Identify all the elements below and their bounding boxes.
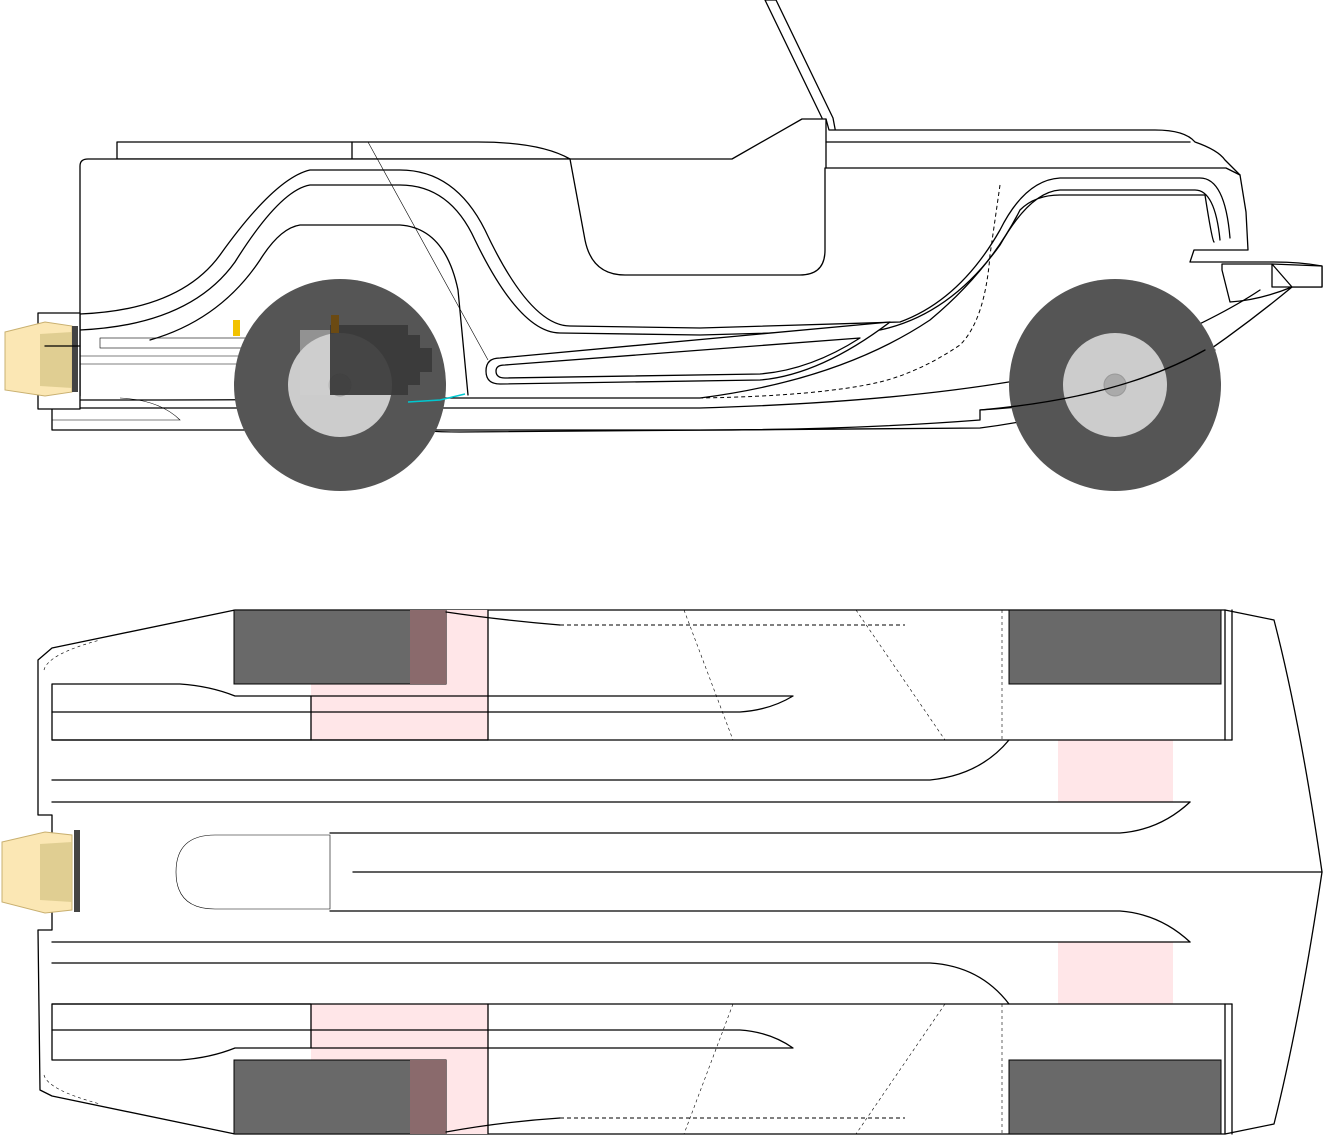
rear-deck xyxy=(116,141,571,160)
center-spear-top xyxy=(329,801,1191,834)
top-lower-diag-2 xyxy=(855,1003,946,1135)
side-vent-inner xyxy=(495,337,861,379)
top-upper-edge-curve xyxy=(445,611,561,626)
rear-left-wheel-overlap xyxy=(410,610,446,684)
rear-right-wheel-overlap xyxy=(410,1060,446,1134)
top-lower-rail xyxy=(51,1003,312,1061)
yellow-marker xyxy=(233,320,240,336)
rear-fender-inner xyxy=(149,224,469,396)
rear-fender-outer xyxy=(79,169,1231,329)
front-wheel xyxy=(1009,279,1221,491)
car-side-view xyxy=(4,0,1323,491)
front-right-wheel-top xyxy=(1008,1059,1222,1135)
front-lower-line-over-wheel xyxy=(979,349,1206,411)
center-nose-cone xyxy=(175,834,331,910)
pink-panel-front-top xyxy=(1058,740,1173,802)
top-lower-spear xyxy=(51,1029,794,1049)
nose xyxy=(1221,263,1293,303)
top-outline-dash-rear xyxy=(43,639,101,671)
door-cut-dashed xyxy=(699,184,1001,399)
car-top-view xyxy=(1,609,1323,1135)
top-upper-rail-2 xyxy=(51,739,1010,781)
cyan-wire xyxy=(407,393,466,403)
front-bumper xyxy=(1271,263,1323,288)
rear-fender-mid xyxy=(79,184,1221,336)
fan-icon xyxy=(4,321,81,397)
top-lower-edge-curve xyxy=(445,1117,561,1133)
undertray xyxy=(52,397,181,421)
hood-edge xyxy=(825,167,1241,176)
motor-icon xyxy=(300,325,432,395)
top-upper-rail xyxy=(51,683,312,741)
axle-cap xyxy=(1103,373,1127,397)
pink-panel-front-bottom xyxy=(1058,942,1173,1004)
top-upper-diag-2 xyxy=(855,609,946,741)
top-outline-dash-rear-2 xyxy=(43,1074,101,1105)
brown-marker xyxy=(331,315,339,333)
center-spear-bottom xyxy=(329,910,1191,943)
top-upper-diag-1 xyxy=(683,609,734,741)
front-left-wheel-top xyxy=(1008,609,1222,685)
top-lower-diag-1 xyxy=(683,1003,734,1135)
cockpit-opening xyxy=(569,158,826,276)
diagonal-brace xyxy=(367,141,489,361)
side-vent xyxy=(485,321,891,385)
top-upper-spear xyxy=(51,695,794,713)
fan-icon xyxy=(1,830,80,914)
top-lower-rail-2 xyxy=(51,962,1010,1005)
